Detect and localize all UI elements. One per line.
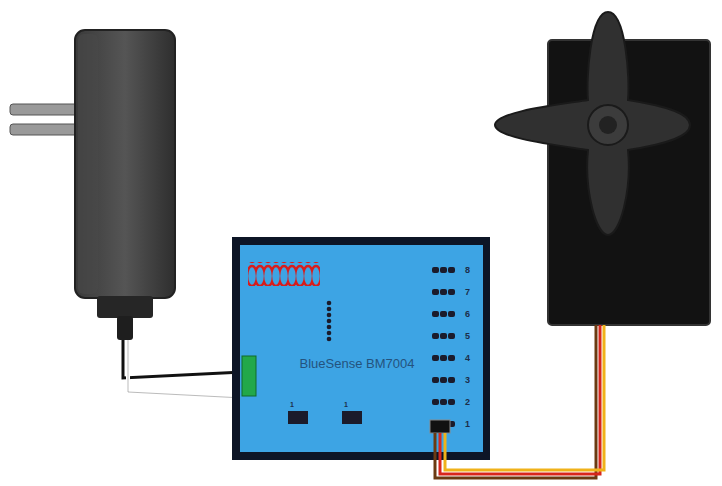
board-node: BlueSense BM7004 — [232, 237, 490, 460]
header-pin-number: 1 — [290, 401, 294, 408]
header-pin-number: 1 — [344, 401, 348, 408]
port-number: 2 — [465, 398, 470, 407]
port-number: 6 — [465, 310, 470, 319]
port-number: 5 — [465, 332, 470, 341]
servo-cable — [435, 325, 604, 478]
power-wire — [123, 340, 243, 378]
port-number: 3 — [465, 376, 470, 385]
port-number: 7 — [465, 288, 470, 297]
port-number: 1 — [465, 420, 470, 429]
power-wire — [128, 340, 243, 398]
controller-board — [232, 237, 490, 460]
power-adapter — [10, 30, 175, 340]
port-number: 8 — [465, 266, 470, 275]
port-number: 4 — [465, 354, 470, 363]
servo-motor — [495, 12, 710, 325]
board-name: BlueSense BM7004 — [300, 356, 415, 371]
